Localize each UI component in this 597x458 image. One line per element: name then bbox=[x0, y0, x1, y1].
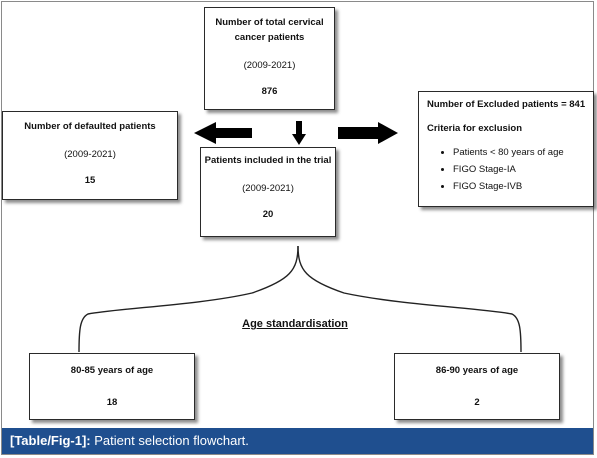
excluded-patients-box: Number of Excluded patients = 841 Criter… bbox=[418, 91, 594, 207]
exclusion-criteria-title: Criteria for exclusion bbox=[427, 123, 523, 134]
exclusion-criterion: FIGO Stage-IA bbox=[453, 161, 593, 178]
included-patients-title: Patients included in the trial bbox=[204, 155, 332, 166]
arrow-down bbox=[292, 121, 306, 145]
age-group-label: 86-90 years of age bbox=[435, 365, 519, 376]
age-group-86-90-box: 86-90 years of age 2 bbox=[394, 353, 560, 420]
brace-connector-right bbox=[297, 245, 522, 353]
defaulted-patients-count: 15 bbox=[84, 175, 96, 186]
age-group-80-85-box: 80-85 years of age 18 bbox=[29, 353, 195, 420]
age-standardisation-label: Age standardisation bbox=[242, 318, 348, 330]
defaulted-patients-box: Number of defaulted patients (2009-2021)… bbox=[2, 111, 178, 200]
included-patients-count: 20 bbox=[262, 209, 274, 220]
excluded-patients-title: Number of Excluded patients = 841 bbox=[427, 99, 586, 110]
arrow-left bbox=[194, 122, 252, 144]
total-patients-box: Number of total cervical cancer patients… bbox=[204, 7, 335, 110]
age-group-count: 18 bbox=[106, 397, 118, 408]
caption-label: [Table/Fig-1]: bbox=[10, 433, 91, 448]
defaulted-patients-period: (2009-2021) bbox=[64, 149, 116, 160]
age-group-label: 80-85 years of age bbox=[70, 365, 154, 376]
total-patients-title: Number of total cervical cancer patients bbox=[215, 17, 324, 43]
included-patients-box: Patients included in the trial (2009-202… bbox=[200, 147, 336, 237]
total-patients-period: (2009-2021) bbox=[243, 60, 296, 71]
brace-connector bbox=[78, 245, 299, 353]
age-group-count: 2 bbox=[474, 397, 480, 408]
caption-text: Patient selection flowchart. bbox=[90, 433, 249, 448]
exclusion-criteria-list: Patients < 80 years of age FIGO Stage-IA… bbox=[427, 144, 593, 195]
total-patients-count: 876 bbox=[261, 86, 278, 97]
included-patients-period: (2009-2021) bbox=[242, 183, 294, 194]
defaulted-patients-title: Number of defaulted patients bbox=[24, 121, 156, 132]
exclusion-criterion: FIGO Stage-IVB bbox=[453, 178, 593, 195]
figure-caption: [Table/Fig-1]: Patient selection flowcha… bbox=[2, 428, 593, 454]
arrow-right bbox=[338, 122, 398, 144]
exclusion-criterion: Patients < 80 years of age bbox=[453, 144, 593, 161]
